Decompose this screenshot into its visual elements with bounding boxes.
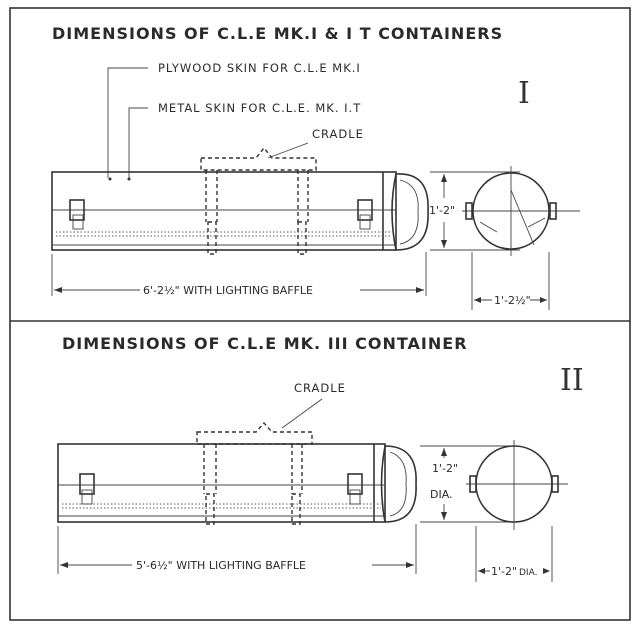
- metal-leader: [128, 107, 148, 178]
- cradle-leader-1: [267, 142, 309, 159]
- height-label-2: 1'-2": [432, 462, 458, 475]
- height-dimension-2: [420, 445, 512, 523]
- panel-2-title: DIMENSIONS OF C.L.E MK. III CONTAINER: [62, 334, 468, 353]
- panel-1: DIMENSIONS OF C.L.E MK.I & I T CONTAINER…: [51, 24, 580, 310]
- outer-frame: [9, 7, 631, 621]
- length-dimension-2: [57, 524, 417, 574]
- plywood-skin-label: PLYWOOD SKIN FOR C.L.E MK.I: [158, 61, 361, 75]
- plywood-leader: [107, 67, 148, 178]
- height-unit-2: DIA.: [430, 488, 453, 501]
- diameter-dimension-2: [475, 526, 553, 582]
- panel-1-title: DIMENSIONS OF C.L.E MK.I & I T CONTAINER…: [52, 24, 503, 43]
- panel-2: DIMENSIONS OF C.L.E MK. III CONTAINER II…: [57, 334, 584, 582]
- cradle-1: [200, 146, 317, 255]
- length-label-2: 5'-6½" WITH LIGHTING BAFFLE: [136, 559, 306, 572]
- cradle-2: [196, 421, 313, 525]
- container-body-2: [57, 443, 386, 523]
- length-label-1: 6'-2½" WITH LIGHTING BAFFLE: [143, 284, 313, 297]
- lighting-baffle-2: [380, 445, 417, 523]
- cradle-label-1: CRADLE: [312, 127, 364, 141]
- latch-left-2: [79, 473, 95, 505]
- diameter-unit-2: DIA.: [519, 568, 537, 578]
- container-body-1: [51, 171, 397, 251]
- panel-2-roman-numeral: II: [560, 363, 584, 398]
- latch-right-2: [347, 473, 363, 505]
- end-view-2: [466, 440, 568, 530]
- end-view-1: [462, 166, 580, 256]
- diameter-dimension-1: [471, 252, 550, 310]
- cradle-leader-2: [281, 398, 323, 429]
- diameter-label-1: 1'-2½": [494, 294, 531, 307]
- lighting-baffle-1: [391, 173, 429, 251]
- panel-1-roman-numeral: I: [518, 76, 530, 111]
- height-dimension-1: [430, 171, 520, 251]
- latch-right-1: [357, 199, 373, 230]
- cradle-label-2: CRADLE: [294, 381, 346, 395]
- length-dimension-1: [51, 252, 427, 296]
- height-label-1: 1'-2": [429, 204, 455, 217]
- latch-left-1: [69, 199, 85, 230]
- diameter-label-2: 1'-2": [491, 565, 517, 578]
- metal-skin-label: METAL SKIN FOR C.L.E. MK. I.T: [158, 101, 361, 115]
